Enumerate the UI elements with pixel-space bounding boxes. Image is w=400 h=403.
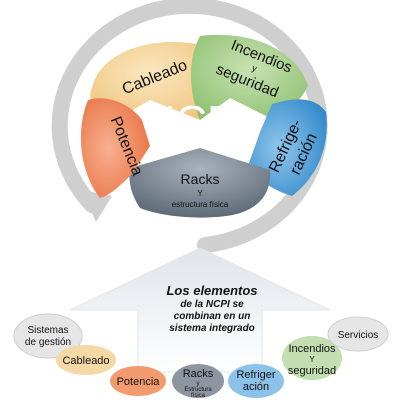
petal-cableado bbox=[90, 41, 211, 121]
center-label: NCPI bbox=[143, 97, 248, 146]
item-racks-label-3: Estructura bbox=[184, 387, 212, 393]
item-incendios-label-1: Incendios bbox=[288, 343, 336, 355]
petal-potencia bbox=[80, 98, 150, 198]
caption-line-2: de la NCPI se bbox=[180, 299, 244, 310]
caption-line-3: combinan en un bbox=[174, 311, 251, 322]
item-refrigeracion-label-2: ación bbox=[243, 381, 269, 393]
item-racks-label-2: y bbox=[197, 381, 200, 387]
petal-racks bbox=[129, 148, 271, 218]
petal-label-racks-2: Y bbox=[197, 189, 203, 198]
cycle-ring-arrowhead bbox=[82, 190, 112, 222]
item-racks: Racks y Estructura física bbox=[172, 364, 224, 399]
item-incendios-label-3: seguridad bbox=[288, 365, 336, 377]
item-cableado-label: Cableado bbox=[62, 355, 109, 367]
item-sistemas-gestion: Sistemas de gestión bbox=[13, 313, 83, 359]
item-sistemas-label-1: Sistemas bbox=[27, 325, 68, 336]
item-refrigeracion: Refriger ación bbox=[228, 364, 284, 398]
item-refrigeracion-label-1: Refriger bbox=[236, 369, 275, 381]
item-cableado: Cableado bbox=[56, 345, 116, 375]
caption-line-1: Los elementos bbox=[166, 283, 257, 298]
petal-label-racks-3: estructura física bbox=[172, 200, 229, 209]
caption-line-4: sistema integrado bbox=[169, 323, 255, 334]
item-sistemas-label-2: de gestión bbox=[25, 337, 71, 348]
item-racks-label-4: física bbox=[191, 393, 206, 399]
item-incendios: Incendios Y seguridad bbox=[282, 336, 342, 380]
item-potencia-label: Potencia bbox=[117, 376, 161, 388]
item-servicios-label: Servicios bbox=[338, 330, 379, 341]
cycle-ring bbox=[51, 0, 328, 253]
petal-label-incendios-2: y bbox=[251, 63, 259, 74]
petal-incendios bbox=[190, 34, 308, 120]
item-potencia: Potencia bbox=[110, 366, 166, 396]
item-servicios: Servicios bbox=[327, 316, 389, 352]
item-racks-label-1: Racks bbox=[183, 368, 214, 380]
petal-label-racks-1: Racks bbox=[181, 171, 220, 187]
item-incendios-label-2: Y bbox=[309, 355, 315, 364]
